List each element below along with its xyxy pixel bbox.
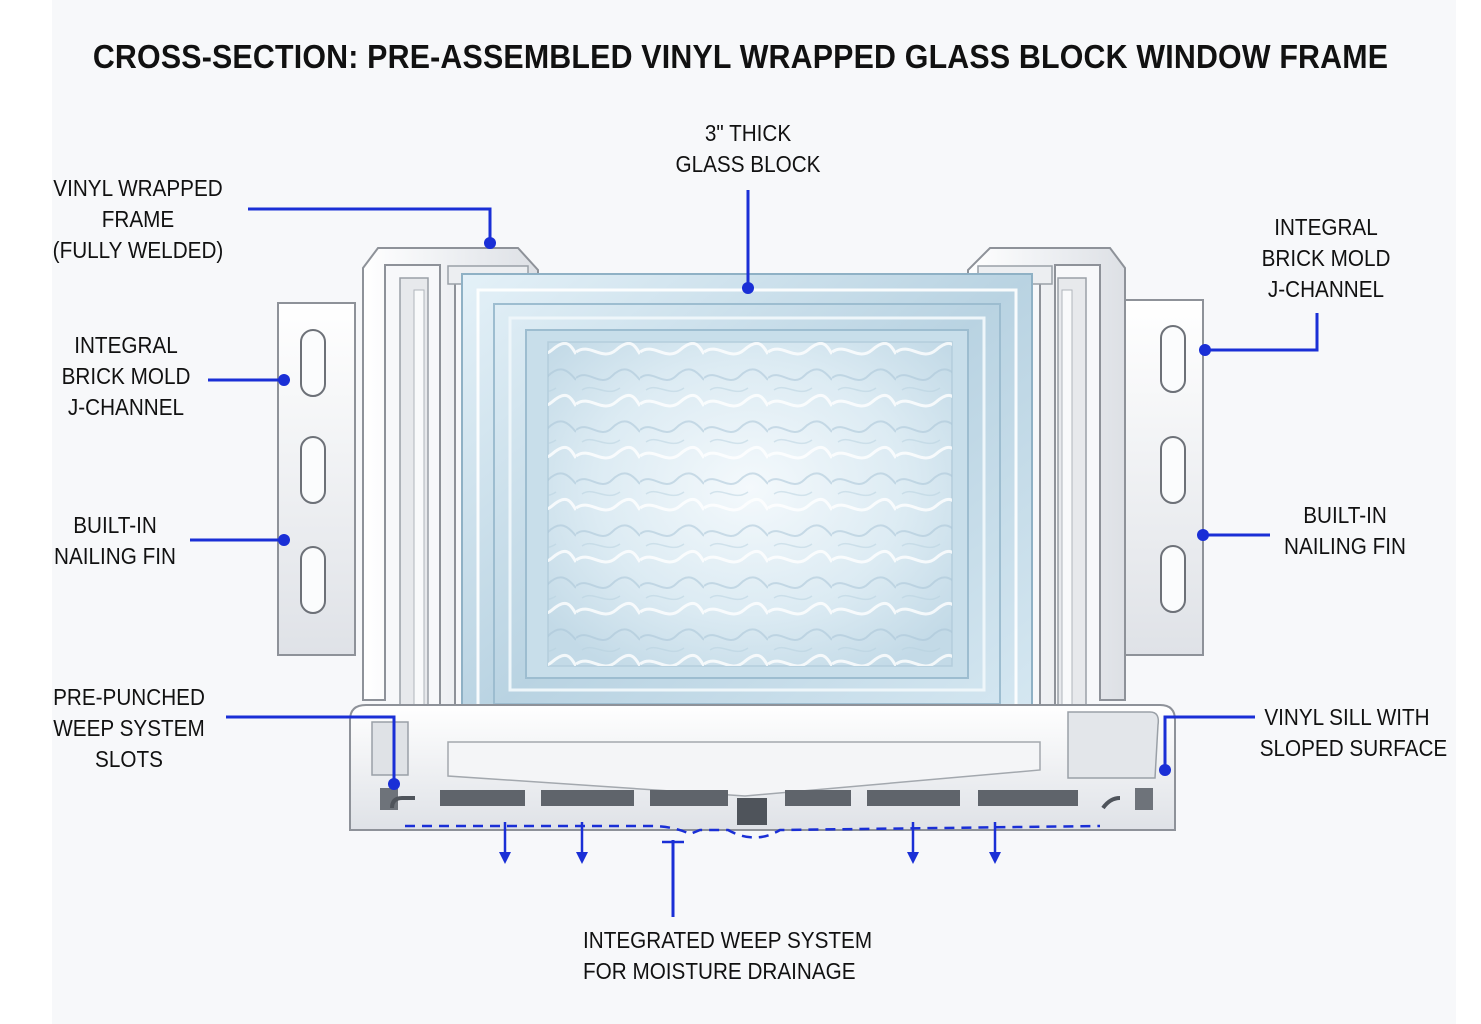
drainage-path xyxy=(405,824,1101,844)
callout-nailing-fin-right: BUILT-IN NAILING FIN xyxy=(1267,500,1424,562)
leader-lines xyxy=(190,190,1319,917)
leader-brick-mold-right xyxy=(1207,313,1319,352)
callout-line: SLOPED SURFACE xyxy=(1259,735,1448,761)
callout-weep-slots: PRE-PUNCHED WEEP SYSTEM SLOTS xyxy=(44,682,215,775)
sill-chamber xyxy=(440,790,525,806)
callout-line: SLOTS xyxy=(95,746,163,772)
sill-chamber xyxy=(650,790,728,806)
leader-dot xyxy=(484,237,496,249)
callout-line: PRE-PUNCHED xyxy=(53,684,205,710)
nail-slot xyxy=(300,436,326,504)
callout-line: INTEGRAL xyxy=(1274,214,1378,240)
leader-sill xyxy=(1163,715,1255,768)
leader-dot xyxy=(388,778,400,790)
callout-nailing-fin-left: BUILT-IN NAILING FIN xyxy=(37,510,194,572)
drainage-arrow xyxy=(576,822,588,864)
leader-vinyl-frame xyxy=(248,207,492,243)
frame-left-jamb xyxy=(277,247,539,743)
callout-line: J-CHANNEL xyxy=(67,394,185,420)
callout-line: NAILING FIN xyxy=(54,543,176,569)
nail-slot xyxy=(300,546,326,614)
frame-right-jamb xyxy=(967,247,1204,743)
drainage-arrow xyxy=(989,822,1001,864)
callout-line: GLASS BLOCK xyxy=(675,151,821,177)
sill-chamber xyxy=(1135,788,1153,810)
leader-dot xyxy=(1197,529,1209,541)
leader-dot xyxy=(742,282,754,294)
nail-slot xyxy=(1160,545,1186,613)
callout-line: (FULLY WELDED) xyxy=(52,237,224,263)
vinyl-sill xyxy=(349,704,1176,831)
callout-weep-system: INTEGRATED WEEP SYSTEM FOR MOISTURE DRAI… xyxy=(583,925,873,987)
sill-chamber xyxy=(867,790,960,806)
callout-sill: VINYL SILL WITH SLOPED SURFACE xyxy=(1259,702,1448,764)
callout-line: 3" THICK xyxy=(704,120,792,146)
callout-line: BUILT-IN xyxy=(73,512,157,538)
callout-line: BRICK MOLD xyxy=(1261,245,1391,271)
leader-dot xyxy=(1159,764,1171,776)
sill-chamber xyxy=(978,790,1078,806)
callout-line: BUILT-IN xyxy=(1303,502,1387,528)
leader-dot xyxy=(1199,344,1211,356)
callout-brick-mold-right: INTEGRAL BRICK MOLD J-CHANNEL xyxy=(1247,212,1405,305)
drainage-arrow xyxy=(499,822,511,864)
leader-dot xyxy=(278,374,290,386)
glass-block xyxy=(461,273,1033,735)
leader-dot xyxy=(278,534,290,546)
callout-line: VINYL SILL WITH xyxy=(1264,704,1430,730)
callout-line: VINYL WRAPPED xyxy=(53,175,223,201)
nail-slot xyxy=(1160,436,1186,504)
callout-line: INTEGRAL xyxy=(74,332,178,358)
callout-brick-mold-left: INTEGRAL BRICK MOLD J-CHANNEL xyxy=(47,330,205,423)
callout-glass-block: 3" THICK GLASS BLOCK xyxy=(658,118,838,180)
diagram-title: CROSS-SECTION: PRE-ASSEMBLED VINYL WRAPP… xyxy=(92,38,1389,75)
sill-chamber xyxy=(785,790,851,806)
callout-line: FOR MOISTURE DRAINAGE xyxy=(583,958,856,984)
callout-line: WEEP SYSTEM xyxy=(53,715,205,741)
nail-slot xyxy=(1160,325,1186,393)
leader-weep-slots xyxy=(226,715,396,782)
drainage-arrow xyxy=(907,822,919,864)
callout-line: FRAME xyxy=(101,206,175,232)
callout-line: BRICK MOLD xyxy=(61,363,191,389)
drainage-dashed-line xyxy=(405,824,1101,839)
callout-line: NAILING FIN xyxy=(1284,533,1406,559)
leader-dots xyxy=(278,237,1211,790)
nail-slot xyxy=(300,329,326,397)
callout-line: INTEGRATED WEEP SYSTEM xyxy=(583,927,873,953)
callout-line: J-CHANNEL xyxy=(1267,276,1385,302)
sill-chamber xyxy=(541,790,634,806)
callout-vinyl-frame: VINYL WRAPPED FRAME (FULLY WELDED) xyxy=(39,173,237,266)
drainage-arrows xyxy=(499,822,1001,864)
